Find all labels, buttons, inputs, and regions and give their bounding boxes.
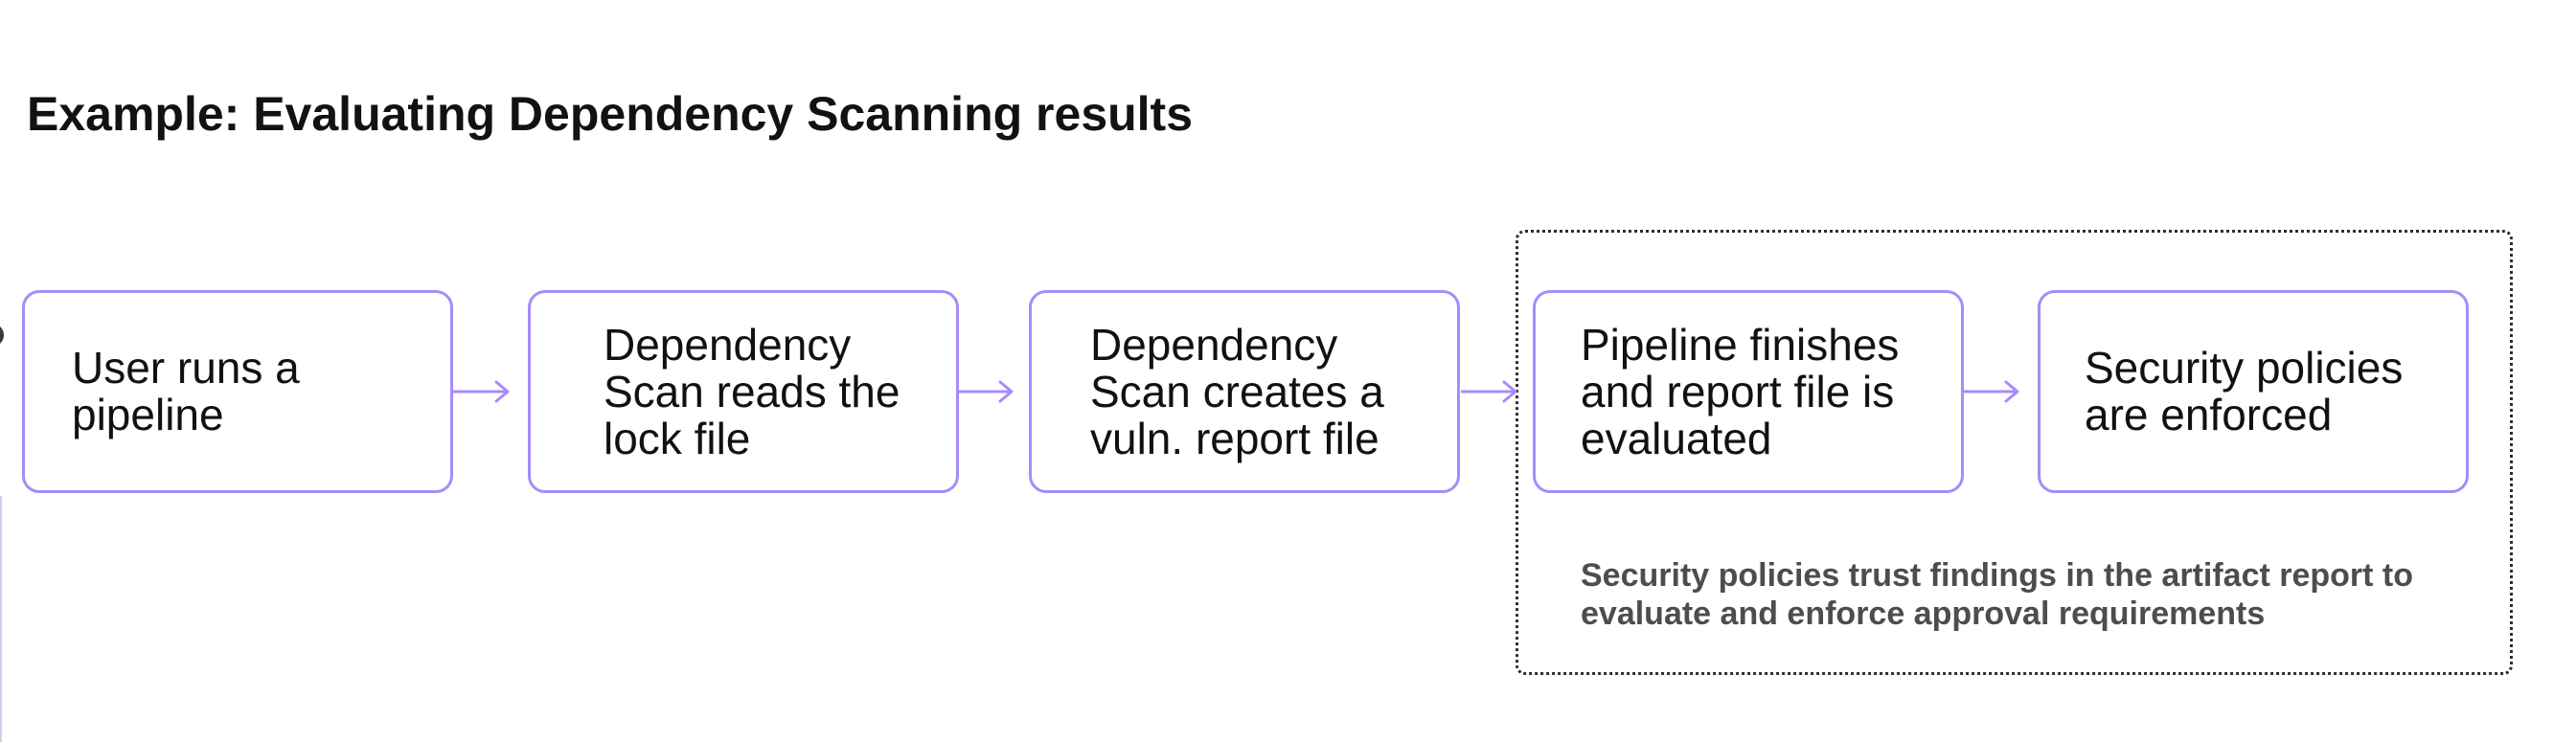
flow-step-pipeline-finishes-evaluated: Pipeline finishes and report file is eva… [1533, 290, 1964, 493]
flow-step-user-runs-pipeline: User runs a pipeline [22, 290, 453, 493]
flow-step-label: Dependency Scan creates a vuln. report f… [1090, 319, 1384, 463]
policy-note: Security policies trust findings in the … [1581, 557, 2414, 632]
clipped-edge-line [0, 496, 2, 742]
flow-step-scan-reads-lock-file: Dependency Scan reads the lock file [528, 290, 959, 493]
flow-step-scan-creates-report: Dependency Scan creates a vuln. report f… [1029, 290, 1460, 493]
page-title: Example: Evaluating Dependency Scanning … [27, 87, 1194, 141]
flow-step-policies-enforced: Security policies are enforced [2038, 290, 2469, 493]
flow-arrow-icon [957, 380, 1014, 403]
flow-step-label: Pipeline finishes and report file is eva… [1581, 319, 1900, 463]
flow-arrow-icon [453, 380, 510, 403]
flow-arrow-icon [1461, 380, 1517, 403]
flow-step-label: Security policies are enforced [2085, 343, 2404, 439]
policy-scope-dotted-box [1516, 230, 2513, 675]
flow-step-label: Dependency Scan reads the lock file [604, 319, 900, 463]
flow-arrow-icon [1963, 380, 2019, 403]
clipped-edge-dot [0, 324, 4, 347]
flow-step-label: User runs a pipeline [72, 343, 300, 439]
